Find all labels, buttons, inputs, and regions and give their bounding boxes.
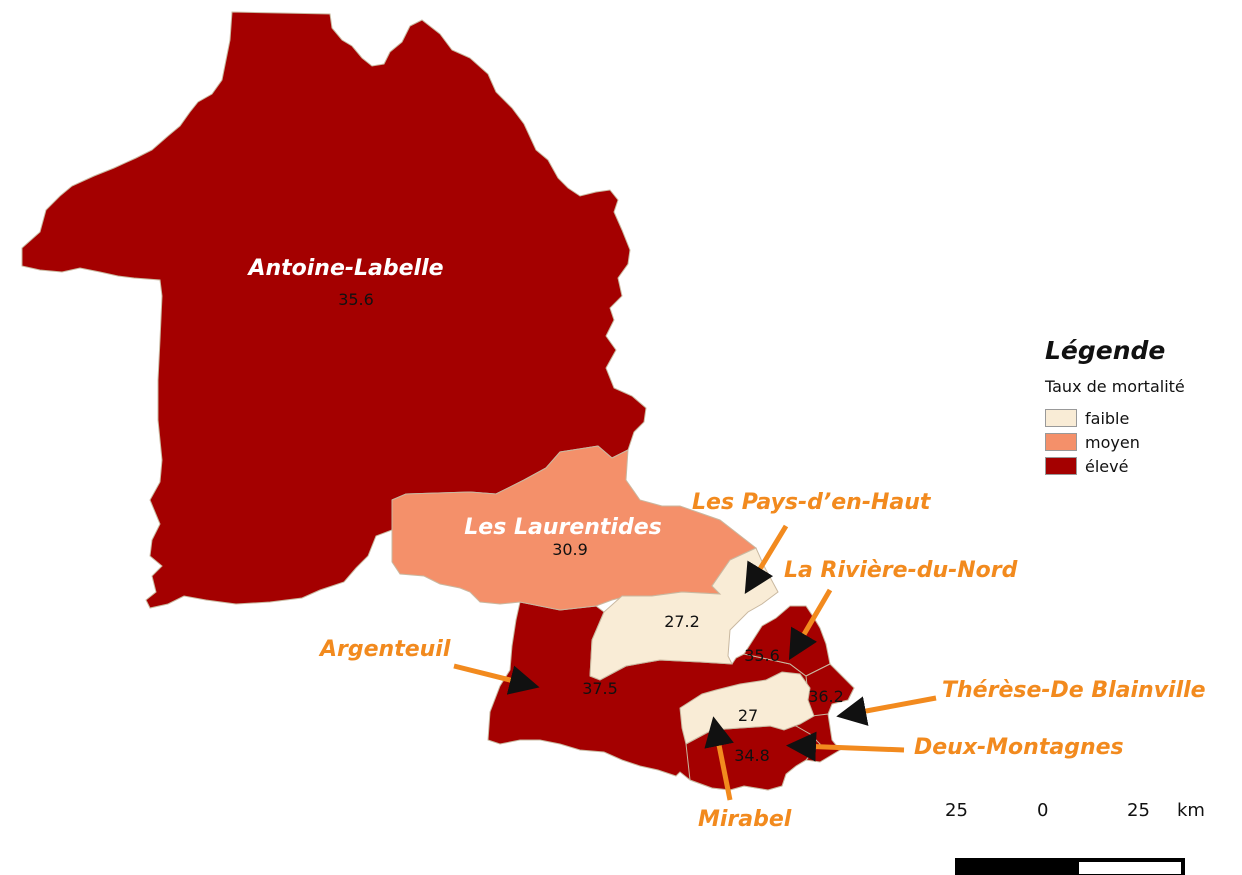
callout-label-therese-de-blainville: Thérèse-De Blainville — [942, 678, 1206, 703]
callout-arrows — [453, 524, 937, 801]
callout-label-la-riviere-du-nord: La Rivière-du-Nord — [784, 558, 1018, 583]
legend-label-faible: faible — [1085, 408, 1130, 428]
callout-label-les-pays-den-haut: Les Pays-d’en-Haut — [692, 490, 932, 515]
scale-label-unit: km — [1177, 800, 1205, 821]
legend-swatch-moyen — [1045, 433, 1077, 451]
rate-label-les-laurentides: 30.9 — [552, 540, 588, 559]
callout-arrow-argenteuil — [453, 663, 540, 695]
scale-segment-white — [1075, 858, 1185, 875]
legend-subtitle: Taux de mortalité — [1045, 377, 1185, 396]
legend-label-eleve: élevé — [1085, 456, 1129, 476]
rate-label-therese-de-blainville: 36.2 — [808, 687, 844, 706]
callout-arrow-la-riviere-du-nord — [788, 588, 833, 661]
region-title-les-laurentides: Les Laurentides — [464, 515, 661, 540]
scale-label-right: 25 — [1127, 800, 1150, 821]
scale-label-left: 25 — [945, 800, 968, 821]
legend-item-faible: faible — [1045, 406, 1235, 430]
legend-title: Légende — [1045, 336, 1166, 365]
callout-label-mirabel: Mirabel — [698, 807, 792, 832]
callout-arrow-les-pays-den-haut — [744, 524, 789, 594]
region-les-pays-den-haut — [589, 547, 779, 681]
callout-label-deux-montagnes: Deux-Montagnes — [914, 735, 1124, 760]
legend-item-moyen: moyen — [1045, 430, 1235, 454]
legend-swatch-eleve — [1045, 457, 1077, 475]
rate-label-deux-montagnes: 34.8 — [734, 746, 770, 765]
legend-label-moyen: moyen — [1085, 432, 1140, 452]
callout-arrow-deux-montagnes — [786, 731, 905, 762]
rate-label-les-pays-den-haut: 27.2 — [664, 612, 700, 631]
legend-swatch-faible — [1045, 409, 1077, 427]
callout-arrow-mirabel — [704, 716, 734, 801]
map-legend: Légende Taux de mortalité faible moyen é… — [1045, 336, 1235, 478]
scale-bar: 25 0 25 km — [945, 800, 1215, 875]
callout-label-argenteuil: Argenteuil — [318, 637, 451, 662]
rate-label-la-riviere-du-nord: 35.6 — [744, 646, 780, 665]
scale-segment-black — [955, 858, 1075, 875]
callout-arrow-therese-de-blainville — [836, 695, 937, 726]
region-title-antoine-labelle: Antoine-Labelle — [246, 256, 443, 281]
scale-label-mid: 0 — [1037, 800, 1049, 821]
rate-label-mirabel: 27 — [738, 706, 758, 725]
rate-label-antoine-labelle: 35.6 — [338, 290, 374, 309]
rate-label-argenteuil: 37.5 — [582, 679, 618, 698]
legend-item-eleve: élevé — [1045, 454, 1235, 478]
